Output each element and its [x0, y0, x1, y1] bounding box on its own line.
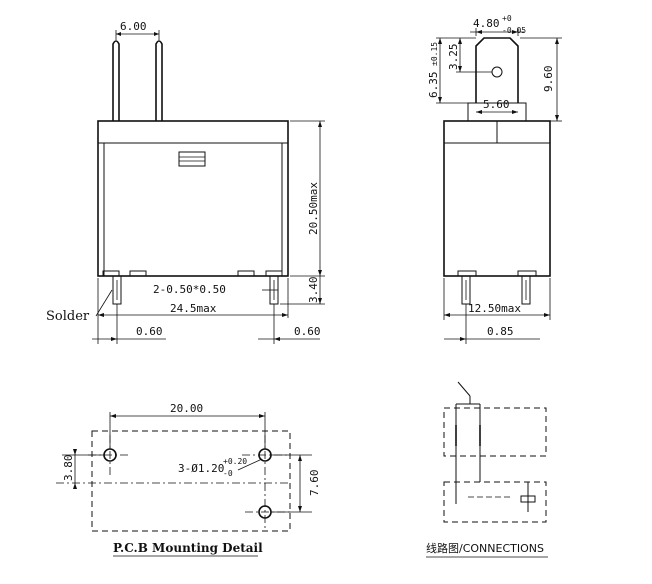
label-pin-size: 2-0.50*0.50: [153, 283, 226, 296]
label-hole-offset: 3.25: [447, 44, 460, 71]
label-pcb-holes-tol-lower: -0: [223, 469, 233, 478]
label-pcb-holes-tol-upper: +0.20: [223, 457, 247, 466]
vent-slot: [178, 151, 206, 167]
label-tab-width-tol-upper: +0: [502, 14, 512, 23]
coil-symbol: [520, 495, 536, 503]
side-pin-right: [521, 275, 531, 305]
label-height: 20.50max: [307, 182, 320, 235]
label-tab-width: 4.80: [473, 17, 500, 30]
label-pcb-left: 3.80: [62, 455, 75, 482]
label-offset-left: 0.60: [136, 325, 163, 338]
label-pcb-holes: 3-Ø1.20: [178, 462, 224, 475]
pcb-mounting-detail: 20.00 3.80 7.60 3-Ø1.20 +0.20 -0 P.C.B M…: [56, 402, 321, 557]
side-view: 4.80 +0 -0.05 3.25 6.35 ±0.15 5.60 9.60: [427, 14, 562, 344]
label-overall-tab: 9.60: [542, 66, 555, 93]
relay-body-front: [97, 120, 289, 277]
label-tab-width-tol-lower: -0.05: [502, 26, 526, 35]
front-view: 6.00 20.50max 3.40 2-0.50*0.5: [46, 20, 325, 344]
caption-pcb: P.C.B Mounting Detail: [113, 541, 263, 555]
label-side-offset: 0.85: [487, 325, 514, 338]
label-solder: Solder: [46, 309, 90, 324]
top-pin-left: [112, 40, 120, 121]
pcb-outline: [91, 430, 291, 532]
label-pin-length: 3.40: [307, 277, 320, 304]
connections-diagram: 线路图/CONNECTIONS: [426, 381, 548, 558]
contact-box: [443, 407, 547, 457]
tab-hole: [491, 66, 503, 78]
label-side-width: 12.50max: [468, 302, 521, 315]
label-pcb-spacing: 20.00: [170, 402, 203, 415]
label-offset-right: 0.60: [294, 325, 321, 338]
label-pin-spacing: 6.00: [120, 20, 147, 33]
label-tab-base-width: 5.60: [483, 98, 510, 111]
quick-connect-tab: [475, 37, 519, 103]
label-tab-height-tol: ±0.15: [430, 42, 439, 66]
coil-box: [443, 481, 547, 523]
relay-body-side: [443, 120, 551, 277]
label-width: 24.5max: [170, 302, 217, 315]
caption-connections: 线路图/CONNECTIONS: [426, 541, 544, 555]
solder-leader: [95, 289, 113, 317]
label-tab-height: 6.35: [427, 72, 440, 99]
label-pcb-right: 7.60: [308, 470, 321, 497]
contact-lever: [457, 381, 471, 397]
top-pin-right: [155, 40, 163, 121]
